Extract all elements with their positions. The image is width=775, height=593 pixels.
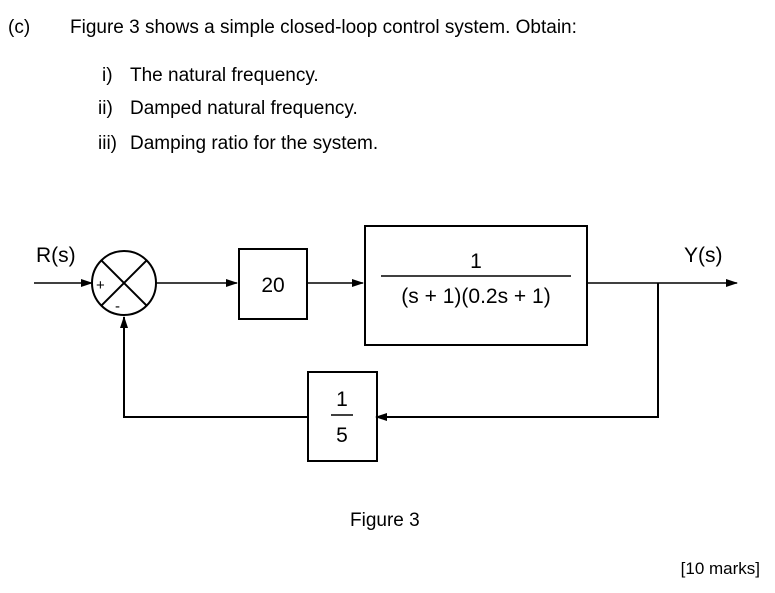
sub-question-number: iii): [98, 133, 117, 154]
feedback-denominator: 5: [336, 424, 348, 447]
sub-question-text: The natural frequency.: [130, 65, 319, 86]
sub-question-text: Damped natural frequency.: [130, 98, 358, 119]
plus-sign: +: [96, 277, 105, 294]
feedback-block: [307, 371, 378, 462]
gain-block: [238, 248, 308, 320]
question-text: Figure 3 shows a simple closed-loop cont…: [70, 17, 577, 38]
minus-sign: -: [115, 298, 120, 315]
question-part-label: (c): [8, 17, 31, 38]
feedback-numerator: 1: [336, 388, 348, 411]
feedback-path-left: [120, 316, 308, 418]
sub-question-2: ii) Damped natural frequency.: [98, 99, 358, 118]
gain-value: 20: [261, 274, 284, 297]
sub-question-3: iii) Damping ratio for the system.: [98, 134, 378, 153]
sub-question-text: Damping ratio for the system.: [130, 133, 379, 154]
plant-block: [364, 225, 588, 346]
marks-label: [10 marks]: [680, 559, 760, 578]
output-label: Y(s): [684, 244, 723, 267]
sub-question-number: ii): [98, 98, 113, 119]
sub-question-1: i) The natural frequency.: [98, 66, 319, 85]
plant-numerator: 1: [470, 250, 482, 273]
sub-question-number: i): [102, 65, 113, 86]
plant-denominator: (s + 1)(0.2s + 1): [401, 285, 550, 308]
input-label: R(s): [36, 244, 76, 267]
feedback-path-right: [375, 283, 659, 421]
figure-caption: Figure 3: [350, 510, 420, 531]
